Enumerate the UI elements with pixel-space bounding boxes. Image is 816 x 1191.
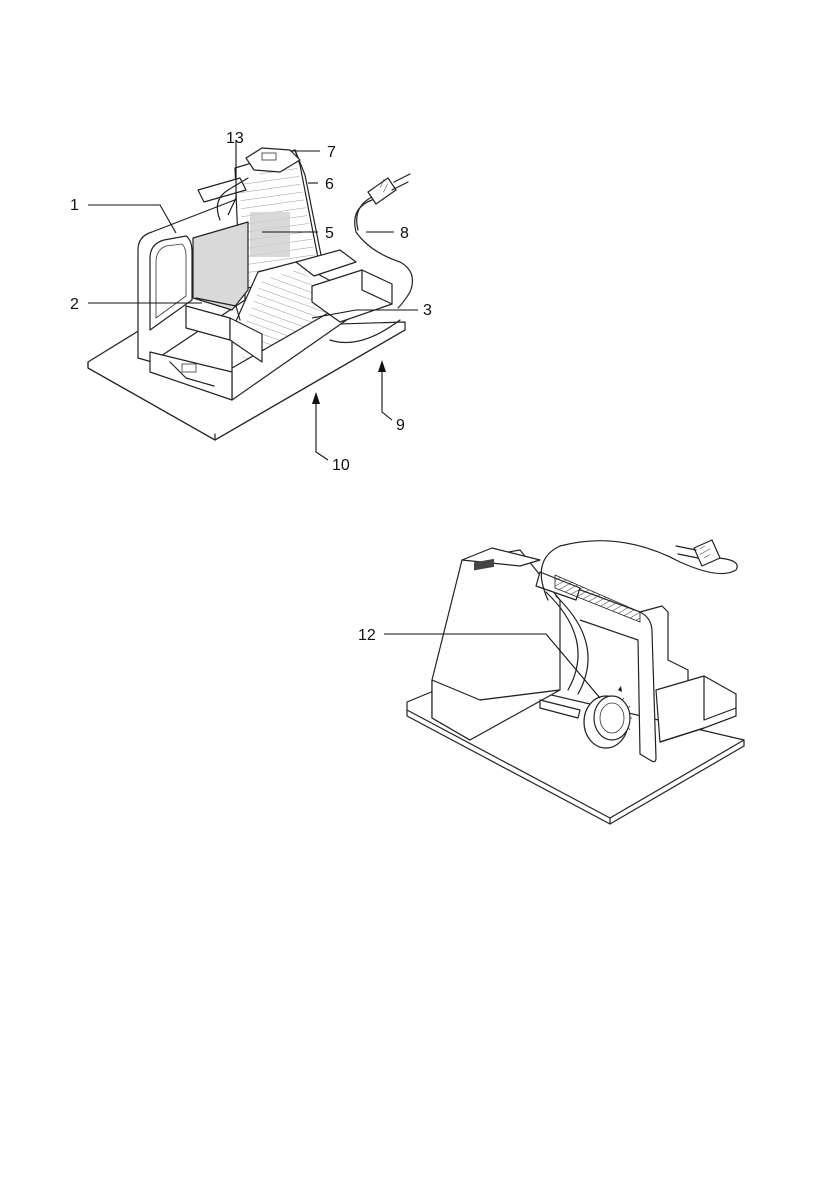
plug-icon-2 (676, 540, 720, 566)
label-3: 3 (423, 302, 432, 319)
figure-2-slicer-back: 12 (358, 540, 744, 824)
label-1: 1 (70, 197, 79, 214)
label-12: 12 (358, 627, 376, 644)
label-9: 9 (396, 417, 405, 434)
blade-region (250, 212, 290, 257)
label-5: 5 (325, 225, 334, 242)
figure-1-slicer-front: 1 2 3 5 6 7 8 9 10 13 (70, 130, 432, 474)
label-2: 2 (70, 296, 79, 313)
label-10: 10 (332, 457, 350, 474)
label-13: 13 (226, 130, 244, 147)
label-6: 6 (325, 176, 334, 193)
label-7: 7 (327, 144, 336, 161)
plug-icon (368, 174, 410, 204)
label-8: 8 (400, 225, 409, 242)
arrow-9 (378, 360, 392, 420)
arrow-10 (312, 392, 328, 460)
